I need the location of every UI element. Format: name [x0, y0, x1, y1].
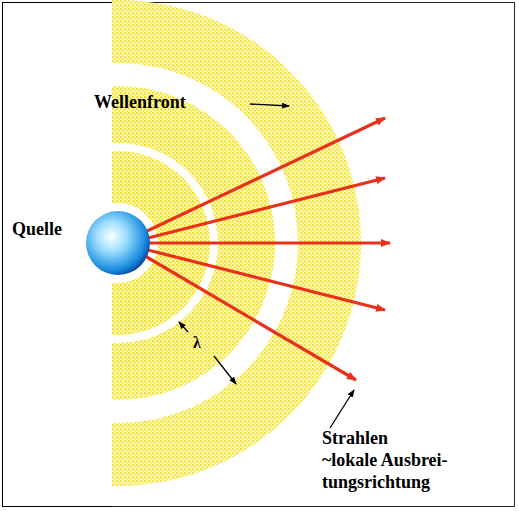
wave-front-label: Wellenfront: [94, 92, 186, 114]
source-label: Quelle: [12, 219, 62, 241]
source-sphere: [86, 211, 150, 275]
wave-fronts: [112, 0, 519, 511]
rays: [145, 118, 390, 380]
rays-label: Strahlen: [322, 428, 388, 450]
wavelength-symbol: λ: [193, 333, 201, 352]
rays-description: ~lokale Ausbrei- tungsrichtung: [322, 450, 512, 493]
leader-lines: [179, 104, 354, 428]
